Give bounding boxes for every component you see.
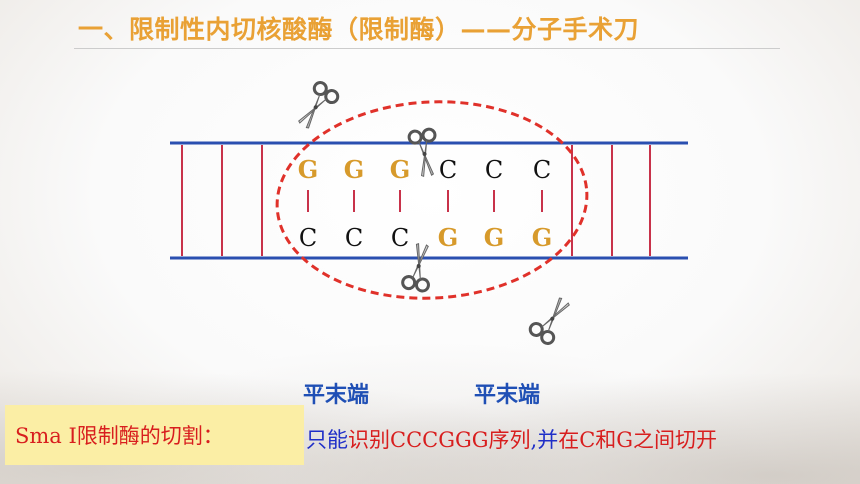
caption-part-3: , (530, 428, 538, 452)
scissors-icon (406, 126, 442, 180)
base-bottom-5: G (484, 223, 505, 252)
base-top-3: G (390, 155, 411, 184)
base-top-4: C (439, 156, 457, 184)
caption-part-2: 识别CCCGGG序列 (348, 428, 531, 452)
blunt-end-label-left: 平末端 (303, 383, 370, 408)
title-divider (74, 48, 780, 49)
enzyme-caption-box: Sma I限制酶的切割： (5, 405, 304, 465)
base-bottom-4: G (438, 223, 459, 252)
base-bottom-1: C (299, 224, 317, 252)
base-top-2: G (344, 155, 365, 184)
slide-title: 一、限制性内切核酸酶（限制酶）——分子手术刀 (78, 15, 640, 44)
base-bottom-3: C (391, 224, 409, 252)
base-top-6: C (533, 156, 551, 184)
caption-part-5: 在C和G之间切开 (558, 428, 718, 452)
base-bottom-6: G (532, 223, 553, 252)
scissors-icon (290, 78, 342, 135)
caption-part-1: 只能 (306, 428, 348, 452)
scissors-icon (526, 291, 578, 348)
base-top-5: C (485, 156, 503, 184)
caption-part-4: 并 (537, 428, 559, 452)
blunt-end-label-right: 平末端 (474, 383, 541, 408)
caption-description: 只能识别CCCGGG序列,并在C和G之间切开 (306, 424, 717, 454)
base-top-1: G (298, 155, 319, 184)
enzyme-caption: Sma I限制酶的切割： (15, 424, 224, 448)
base-bottom-2: C (345, 224, 363, 252)
recognition-site-ellipse (275, 100, 589, 300)
